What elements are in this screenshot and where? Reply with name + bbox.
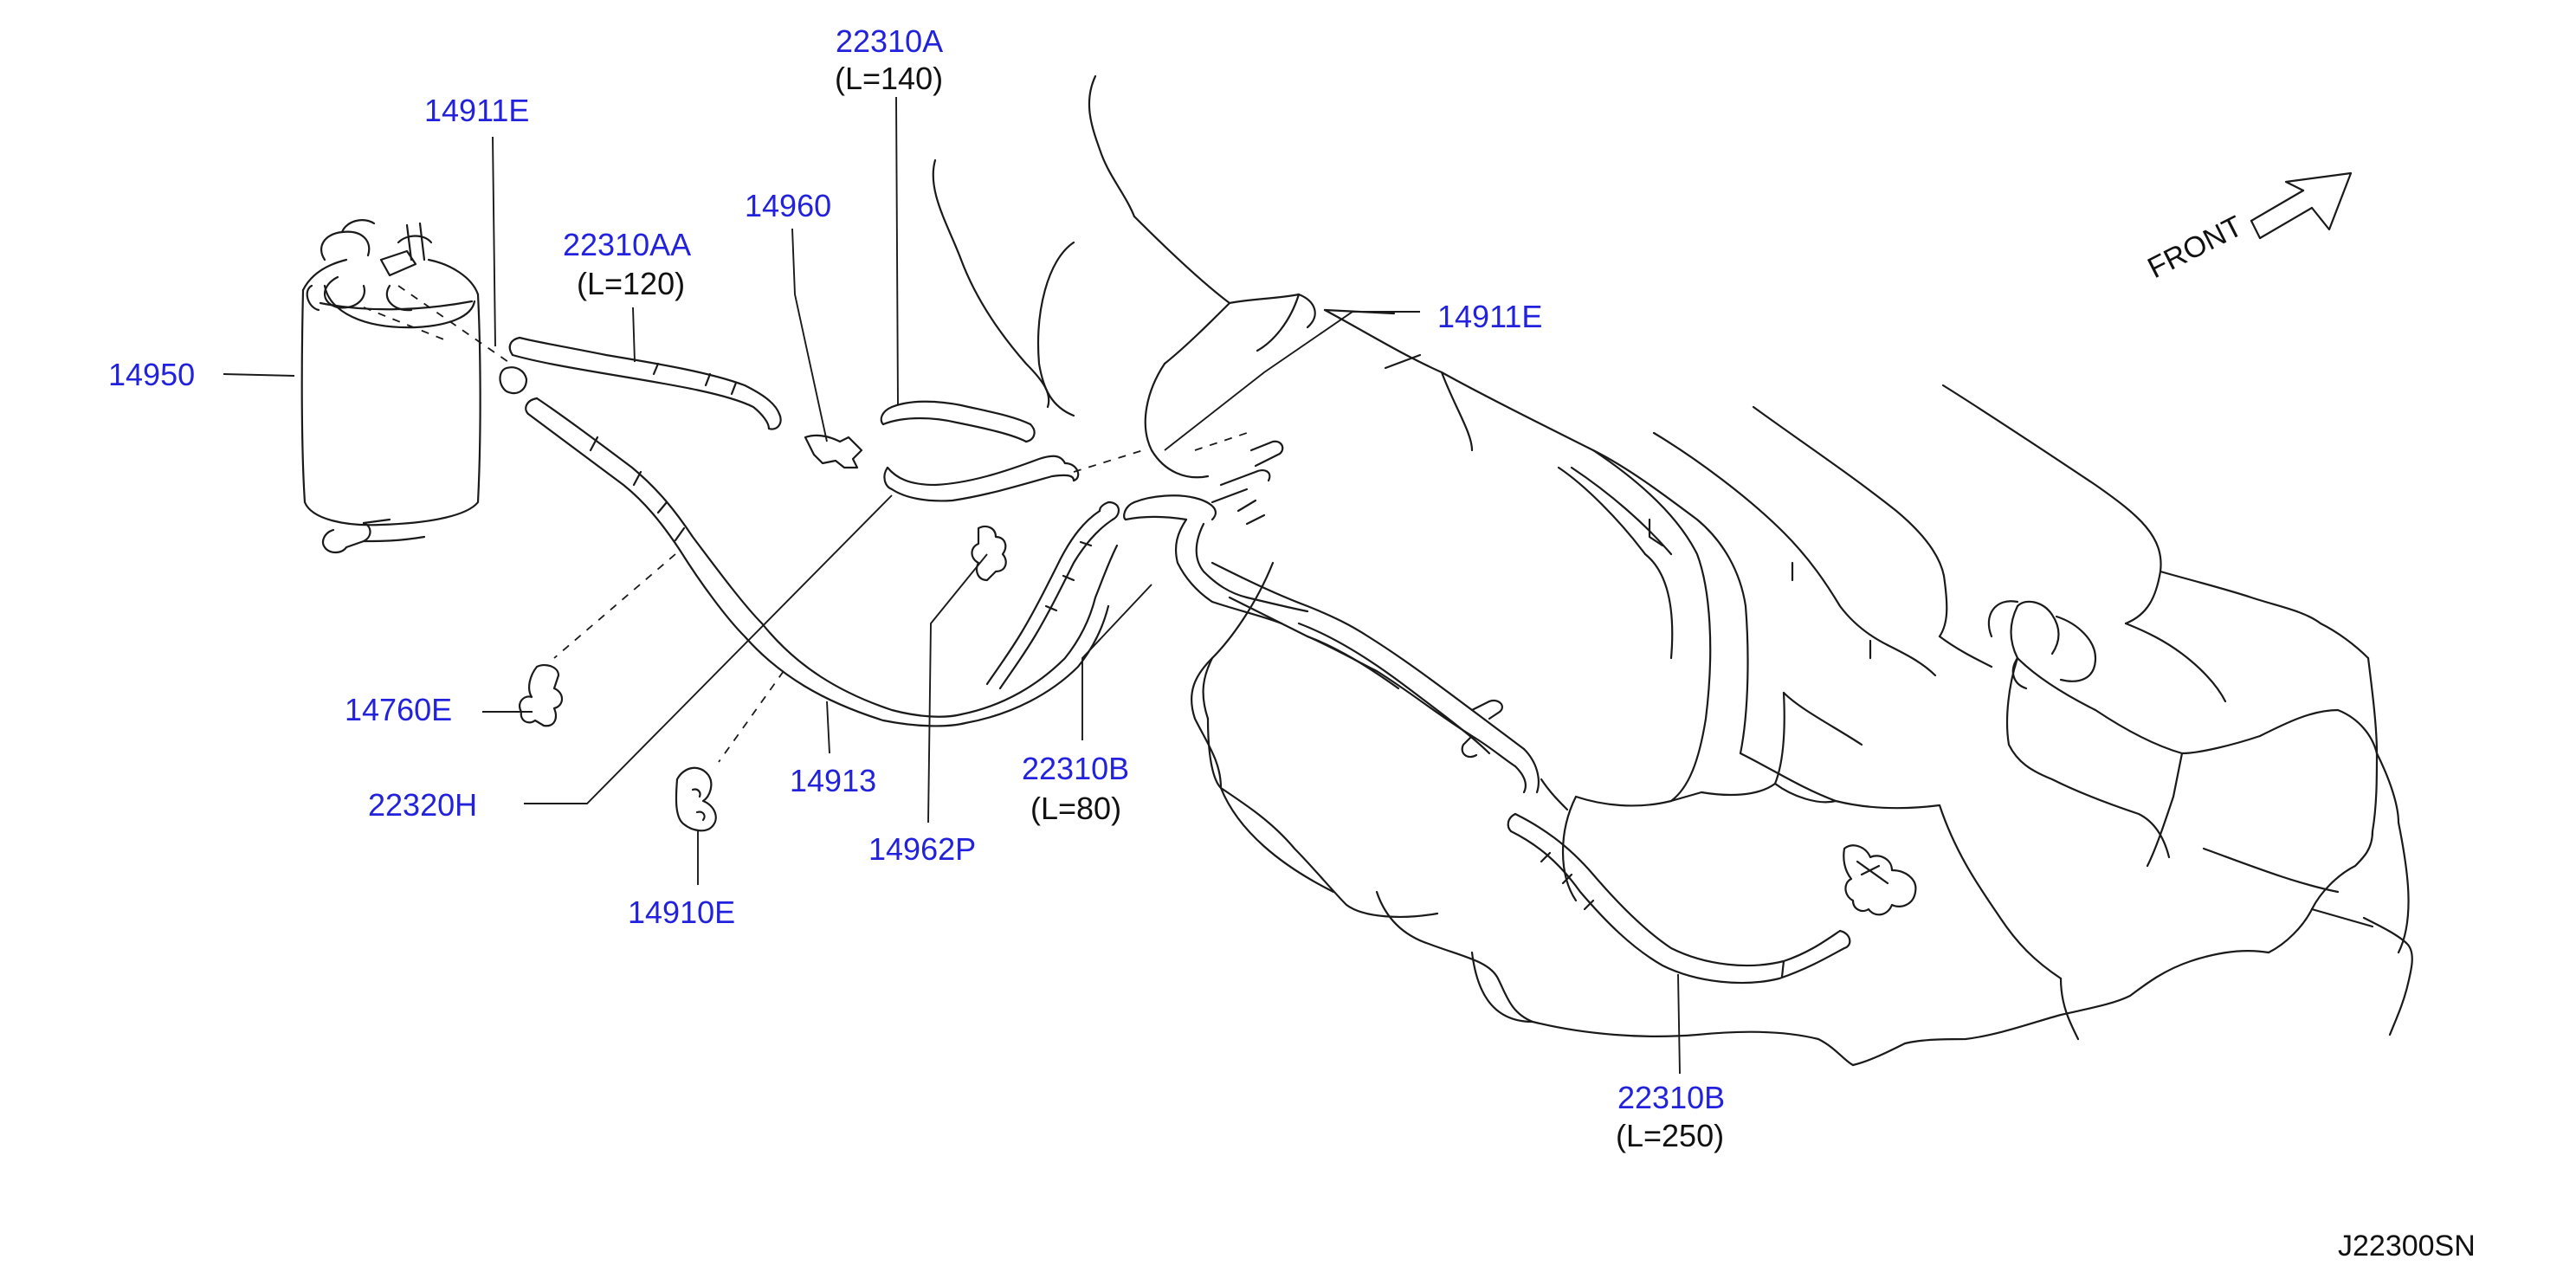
label-14960: 14960 — [745, 188, 831, 223]
label-22310A-length: (L=140) — [835, 61, 943, 96]
hoses — [499, 336, 1917, 985]
label-22320H: 22320H — [368, 787, 477, 823]
label-22310B-long-length: (L=250) — [1616, 1118, 1724, 1153]
label-22310B-short: 22310B — [1022, 751, 1129, 786]
label-22310A: 22310A — [836, 23, 943, 59]
dashed-reference-lines — [363, 285, 1248, 763]
front-label: FRONT — [2142, 210, 2248, 285]
label-14911E-right: 14911E — [1437, 299, 1542, 334]
label-14910E: 14910E — [628, 894, 735, 930]
label-22310B-long: 22310B — [1617, 1080, 1725, 1115]
part-labels: 14911E 22310A (L=140) 14960 22310AA (L=1… — [108, 23, 1725, 1153]
label-22310B-short-length: (L=80) — [1030, 791, 1121, 826]
label-22310AA: 22310AA — [563, 227, 691, 262]
label-14913: 14913 — [790, 763, 876, 798]
label-14760E: 14760E — [345, 692, 452, 727]
canister-14950 — [300, 219, 481, 554]
engine-outline — [932, 74, 2413, 1067]
drawing-code: J22300SN — [2338, 1230, 2476, 1262]
front-arrow-icon — [2250, 171, 2353, 240]
label-14911E-left: 14911E — [424, 93, 529, 128]
label-14950: 14950 — [108, 357, 195, 392]
leader-lines — [223, 96, 1681, 1075]
label-22310AA-length: (L=120) — [577, 266, 685, 301]
label-14962P: 14962P — [868, 831, 976, 867]
